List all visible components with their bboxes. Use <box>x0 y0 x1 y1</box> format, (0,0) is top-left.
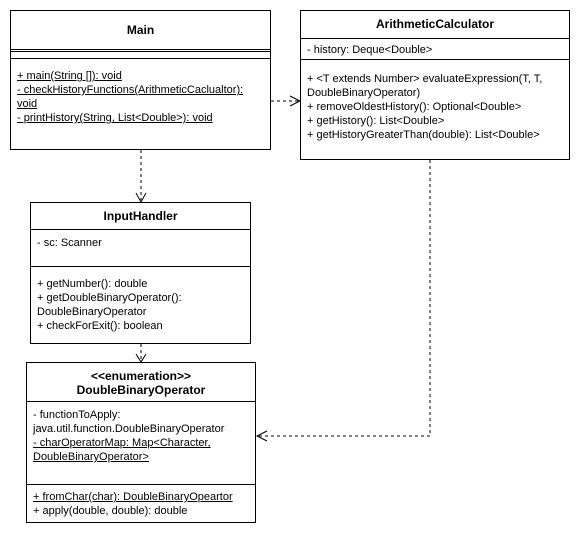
class-main[interactable]: Main + main(String []): void - checkHist… <box>10 10 271 150</box>
class-name-main: Main <box>11 11 270 52</box>
method-line: + checkForExit(): boolean <box>37 320 163 332</box>
method-line: DoubleBinaryOperator <box>37 306 147 318</box>
class-name-arithmetic-calculator: ArithmeticCalculator <box>301 11 569 39</box>
dependency-calculator-to-enum <box>258 160 431 437</box>
input-handler-methods: + getNumber(): double + getDoubleBinaryO… <box>31 266 250 336</box>
method-line: + removeOldestHistory(): Optional<Double… <box>307 101 522 113</box>
method-line: + getHistoryGreaterThan(double): List<Do… <box>307 129 540 141</box>
attribute-line: - history: Deque<Double> <box>307 44 433 56</box>
method-line: + getDoubleBinaryOperator(): <box>37 292 182 304</box>
input-handler-attributes: - sc: Scanner <box>31 230 250 266</box>
method-line: + getNumber(): double <box>37 278 148 290</box>
class-arithmetic-calculator[interactable]: ArithmeticCalculator - history: Deque<Do… <box>300 10 570 160</box>
main-methods: + main(String []): void - checkHistoryFu… <box>11 58 270 128</box>
double-binary-operator-methods: + fromChar(char): DoubleBinaryOpeartor +… <box>27 484 255 521</box>
arithmetic-calculator-methods: + <T extends Number> evaluateExpression(… <box>301 59 569 145</box>
attribute-line: - functionToApply: <box>33 409 121 421</box>
attribute-line: - sc: Scanner <box>37 237 102 249</box>
class-name-double-binary-operator: DoubleBinaryOperator <box>76 383 206 397</box>
method-line: + main(String []): void <box>17 70 122 82</box>
arithmetic-calculator-attributes: - history: Deque<Double> <box>301 39 569 59</box>
method-line: - printHistory(String, List<Double>): vo… <box>17 112 213 124</box>
method-line: + getHistory(): List<Double> <box>307 115 445 127</box>
attribute-line: java.util.function.DoubleBinaryOperator <box>33 423 225 435</box>
attribute-line: - charOperatorMap: Map<Character, <box>33 437 211 449</box>
method-line: DoubleBinaryOperator) <box>307 87 421 99</box>
method-line: + fromChar(char): DoubleBinaryOpeartor <box>33 491 233 503</box>
stereotype-label: <<enumeration>> <box>90 369 192 383</box>
method-line: - checkHistoryFunctions(ArithmeticCaclua… <box>17 84 244 96</box>
method-line: + <T extends Number> evaluateExpression(… <box>307 73 543 85</box>
class-name-input-handler: InputHandler <box>31 203 250 230</box>
double-binary-operator-attributes: - functionToApply: java.util.function.Do… <box>27 402 255 484</box>
method-line: void <box>17 98 38 110</box>
class-header-double-binary-operator: <<enumeration>> DoubleBinaryOperator <box>27 363 255 402</box>
class-double-binary-operator[interactable]: <<enumeration>> DoubleBinaryOperator - f… <box>26 362 256 523</box>
arrowhead-to-enum-from-calculator <box>255 430 268 442</box>
attribute-line: DoubleBinaryOperator> <box>33 451 149 463</box>
class-input-handler[interactable]: InputHandler - sc: Scanner + getNumber()… <box>30 202 251 344</box>
method-line: + apply(double, double): double <box>33 505 188 517</box>
